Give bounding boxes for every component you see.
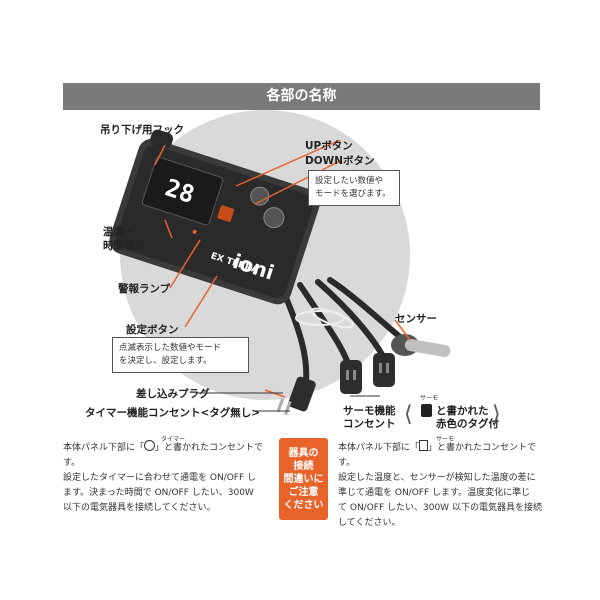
label-alarm-lamp: 警報ランプ — [118, 283, 171, 295]
label-hook: 吊り下げ用フック — [100, 124, 184, 136]
tag-icon — [421, 404, 432, 417]
label-display: 温度・ 時間表示 — [103, 226, 145, 252]
thermo-line-1: 本体パネル下部に「」と書かれたコンセントです。 — [338, 440, 548, 471]
warning-box: 器具の 接続 間違いに ご注意 ください — [279, 438, 328, 520]
thermo-outlet-shape — [373, 353, 395, 387]
plug-shape — [276, 376, 316, 416]
thermo-icon — [419, 440, 429, 451]
tag-ruby: サーモ — [420, 395, 439, 402]
thermo-line-3: 準じて通電を ON/OFF します。温度変化に準じ — [338, 488, 531, 498]
timer-line-4: 以下の電気器具を接続してください。 — [63, 503, 216, 513]
cable-ties — [295, 307, 354, 329]
label-set-button: 設定ボタン — [126, 324, 179, 336]
label-timer-outlet: タイマー機能コンセント<タグ無し> — [85, 407, 261, 419]
clock-icon — [144, 440, 156, 451]
note-up-down: 設定したい数値や モードを選びます。 — [308, 170, 400, 206]
timer-line-2: 設定したタイマーに合わせて通電を ON/OFF し — [63, 473, 257, 483]
label-down-button: DOWNボタン — [305, 155, 375, 167]
section-title: 各部の名称 — [63, 83, 540, 110]
timer-outlet-shape — [340, 360, 362, 394]
timer-ruby: タイマー — [161, 436, 186, 443]
thermo-line-4: て ON/OFF したい、300W 以下の電気器具を接続 — [338, 503, 542, 513]
device-body — [109, 129, 321, 305]
label-plug: 差し込みプラグ — [136, 388, 210, 400]
sensor-shape — [391, 334, 451, 357]
timer-line-3: ます。決まった時間で ON/OFF したい、300W — [63, 488, 254, 498]
leader-lines — [154, 139, 411, 398]
note-set: 点滅表示した数値やモード を決定し、設定します。 — [112, 337, 249, 373]
timer-line-1: 本体パネル下部に「」と書かれたコンセントです。 — [63, 440, 275, 471]
timer-description: タイマー 本体パネル下部に「」と書かれたコンセントです。 設定したタイマーに合わ… — [63, 436, 275, 516]
label-thermo-outlet: サーモ機能 コンセント — [343, 405, 396, 430]
label-up-button: UPボタン — [305, 140, 353, 152]
bracket-left: ⟨ — [404, 402, 413, 427]
thermo-line-2: 設定した温度と、センサーが検知した温度の差に — [338, 473, 536, 483]
leader-lines-dark — [196, 392, 380, 412]
label-sensor: センサー — [395, 313, 437, 325]
thermo-line-5: してください。 — [338, 518, 401, 528]
thermo-ruby: サーモ — [436, 436, 455, 443]
bracket-right: ⟩ — [492, 402, 501, 427]
label-tag: と書かれた 赤色のタグ付 — [436, 405, 499, 430]
thermo-description: サーモ 本体パネル下部に「」と書かれたコンセントです。 設定した温度と、センサー… — [338, 436, 548, 531]
